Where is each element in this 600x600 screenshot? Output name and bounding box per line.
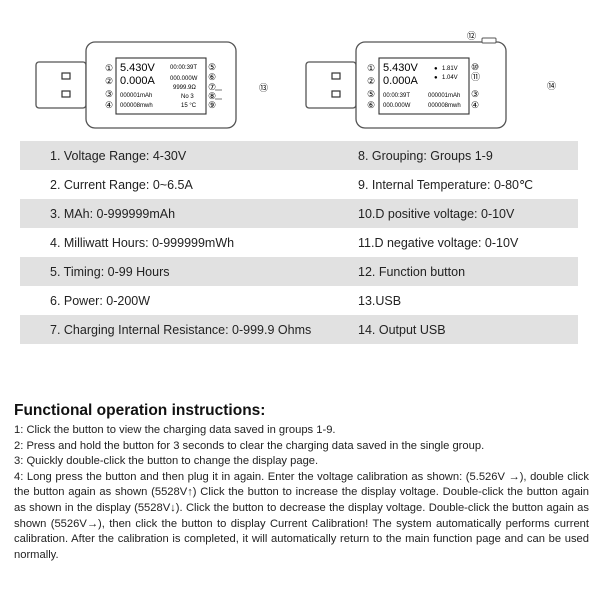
spec-left: 6. Power: 0-200W [50,293,151,308]
callout-14: ⑭ [547,81,556,91]
spec-left: 3. MAh: 0-999999mAh [50,206,176,221]
callout-4: ④ [105,100,113,110]
callout-8: ⑧ [208,91,216,101]
spec-row: 6. Power: 0-200W 13.USB [20,286,578,315]
callout-7: ⑦ [208,82,216,92]
spec-right: 13.USB [358,293,402,308]
lcd-left-mwh: 000008mwh [120,103,153,109]
instruction-line: 4: Long press the button and then plug i… [14,470,589,561]
callout-1: ① [105,63,113,73]
spec-right: 8. Grouping: Groups 1-9 [358,148,493,163]
function-button[interactable] [481,37,497,44]
spec-row: 5. Timing: 0-99 Hours 12. Function butto… [20,257,578,286]
lcd-left-group: No 3 [181,94,194,100]
usb-plug-left [35,61,87,109]
callout-11: ⑪ [471,72,480,82]
spec-left: 7. Charging Internal Resistance: 0-999.9… [50,322,312,337]
lcd-left-mah: 000001mAh [120,93,152,99]
spec-right: 9. Internal Temperature: 0-80℃ [358,178,534,192]
callout-r6: ⑥ [367,100,375,110]
lcd-right-dplus: 1.81V [442,66,458,72]
usb-meter-left: 5.430V 00:00:39T 0.000A 000.000W 9999.9Ω… [35,41,268,129]
lcd-screen-left [115,57,207,115]
lcd-screen-right [378,57,470,115]
spec-right: 14. Output USB [358,322,446,337]
spec-table: 1. Voltage Range: 4-30V 8. Grouping: Gro… [20,141,578,344]
spec-right: 12. Function button [358,264,466,279]
lcd-right-current: 0.000A [383,75,419,87]
spec-row: 7. Charging Internal Resistance: 0-999.9… [20,315,578,344]
callout-6: ⑥ [208,72,216,82]
callout-5: ⑤ [208,62,216,72]
instruction-line: 2: Press and hold the button for 3 secon… [14,439,485,452]
lcd-left-current: 0.000A [120,75,156,87]
lcd-right-dplus-icon: ● [434,66,438,72]
spec-left: 5. Timing: 0-99 Hours [50,264,170,279]
usb-meter-right: ⑫ 5.430V ● 1.81V 0.000A ● 1.04V 00:00:39… [305,31,556,129]
device-illustration: 5.430V 00:00:39T 0.000A 000.000W 9999.9Ω… [0,0,600,140]
lcd-left-voltage: 5.430V [120,62,156,74]
instructions-section: Functional operation instructions: 1: Cl… [14,402,589,563]
lcd-left-power: 000.000W [170,76,198,82]
lcd-right-time: 00:00:39T [383,93,410,99]
callout-9: ⑨ [208,100,216,110]
spec-right: 10.D positive voltage: 0-10V [358,206,515,221]
spec-row: 1. Voltage Range: 4-30V 8. Grouping: Gro… [20,141,578,170]
callout-r5: ⑤ [367,89,375,99]
callout-r1: ① [367,63,375,73]
spec-row: 2. Current Range: 0~6.5A 9. Internal Tem… [20,170,578,199]
spec-row: 4. Milliwatt Hours: 0-999999mWh 11.D neg… [20,228,578,257]
instruction-line: 3: Quickly double-click the button to ch… [14,455,319,468]
callout-r4: ④ [471,100,479,110]
lcd-left-time: 00:00:39T [170,65,197,71]
callout-2: ② [105,76,113,86]
callout-12: ⑫ [467,31,476,41]
spec-left: 2. Current Range: 0~6.5A [50,177,193,192]
lcd-right-mwh: 000008mwh [428,103,461,109]
callout-r2: ② [367,76,375,86]
callout-13: ⑬ [259,83,268,93]
spec-left: 1. Voltage Range: 4-30V [50,148,187,163]
lcd-left-temp: 15 °C [181,103,197,109]
callout-10: ⑩ [471,62,479,72]
lcd-right-power: 000.000W [383,103,411,109]
instructions-title: Functional operation instructions: [14,402,266,419]
usb-plug-right [305,61,357,109]
instruction-line: 1: Click the button to view the charging… [14,424,336,436]
callout-3: ③ [105,89,113,99]
lcd-right-voltage: 5.430V [383,62,419,74]
lcd-right-mah: 000001mAh [428,93,460,99]
spec-row: 3. MAh: 0-999999mAh 10.D positive voltag… [20,199,578,228]
spec-right: 11.D negative voltage: 0-10V [358,235,519,250]
lcd-right-dminus: 1.04V [442,75,458,81]
lcd-left-resistance: 9999.9Ω [173,85,196,91]
spec-left: 4. Milliwatt Hours: 0-999999mWh [50,235,235,250]
callout-r3: ③ [471,89,479,99]
lcd-right-dminus-icon: ● [434,75,438,81]
